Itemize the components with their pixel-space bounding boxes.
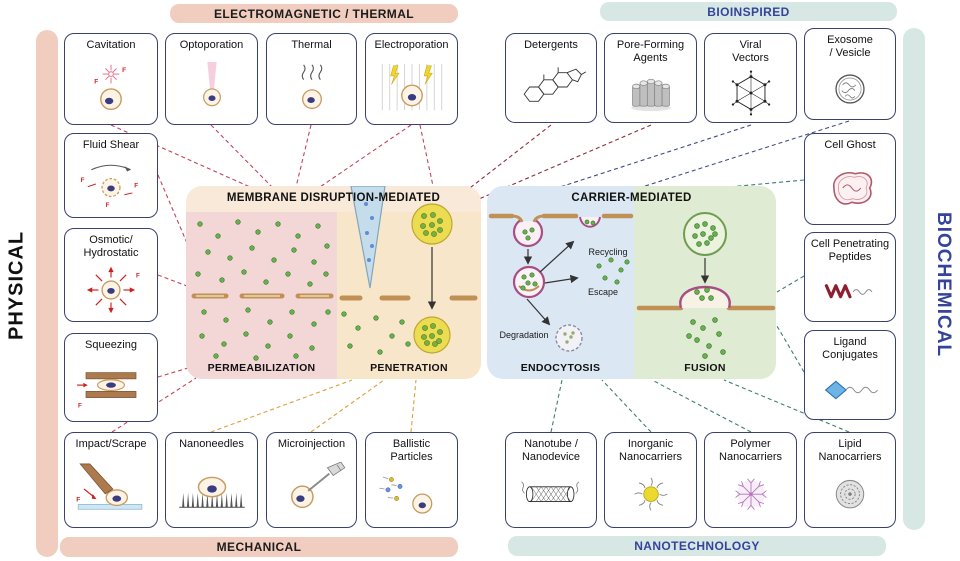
method-box-pore-forming-agents: Pore-Forming Agents [604, 33, 697, 123]
exosome-vesicle-icon [805, 59, 895, 119]
method-box-label: Electroporation [374, 39, 449, 51]
method-box-ligand-conjugates: Ligand Conjugates [804, 330, 896, 420]
physical-category-label: PHYSICAL [5, 230, 28, 340]
method-box-nanoneedles: Nanoneedles [165, 432, 258, 528]
degradation-annotation: Degradation [499, 330, 549, 340]
membrane-disruption-panel: MEMBRANE DISRUPTION-MEDIATED PERMEABILIZ… [186, 186, 481, 379]
method-box-label: Fluid Shear [82, 139, 140, 151]
banner-mechanical: MECHANICAL [60, 537, 458, 557]
escape-annotation: Escape [587, 287, 619, 297]
method-box-cell-ghost: Cell Ghost [804, 133, 896, 225]
method-box-label: Cavitation [86, 39, 136, 51]
biochemical-category-bar [903, 28, 925, 530]
svg-text:F: F [78, 403, 82, 410]
method-box-label: Pore-Forming Agents [616, 39, 685, 64]
method-box-label: Nanotube / Nanodevice [521, 438, 581, 463]
method-box-detergents: Detergents [505, 33, 597, 123]
method-box-label: Exosome / Vesicle [827, 34, 873, 59]
cell-penetrating-peptides-icon [805, 263, 895, 321]
method-box-label: Squeezing [85, 339, 137, 351]
permeabilization-label: PERMEABILIZATION [207, 362, 316, 374]
method-box-exosome-vesicle: Exosome / Vesicle [804, 28, 896, 120]
method-box-label: Thermal [291, 39, 332, 51]
squeezing-icon: F [65, 352, 157, 421]
fusion-label: FUSION [684, 362, 726, 374]
membrane-disruption-artwork [191, 186, 478, 361]
method-box-fluid-shear: Fluid Shear F F F [64, 133, 158, 218]
method-box-inorganic-nanocarriers: Inorganic Nanocarriers [604, 432, 697, 528]
method-box-ballistic-particles: Ballistic Particles [365, 432, 458, 528]
method-box-squeezing: Squeezing F [64, 333, 158, 422]
osmotic-hydrostatic-icon: F [65, 259, 157, 321]
method-box-label: Osmotic/ Hydrostatic [83, 234, 139, 259]
ballistic-particles-icon [366, 463, 457, 527]
thermal-icon [267, 52, 356, 124]
method-box-label: Inorganic Nanocarriers [619, 438, 682, 463]
method-box-optoporation: Optoporation [165, 33, 258, 125]
method-box-polymer-nanocarriers: Polymer Nanocarriers [704, 432, 797, 528]
method-box-label: Detergents [524, 39, 578, 51]
method-box-label: Microinjection [277, 438, 346, 450]
svg-text:F: F [94, 78, 98, 85]
method-box-osmotic-hydrostatic: Osmotic/ Hydrostatic F [64, 228, 158, 322]
pore-forming-agents-icon [605, 64, 696, 122]
method-box-label: Nanoneedles [179, 438, 244, 450]
carrier-mediated-artwork [488, 212, 776, 359]
membrane-panel-title: MEMBRANE DISRUPTION-MEDIATED [226, 192, 441, 204]
method-box-label: Optoporation [179, 39, 244, 51]
method-box-label: Viral Vectors [732, 39, 769, 64]
svg-text:F: F [122, 67, 126, 74]
carrier-panel-title: CARRIER-MEDIATED [571, 192, 692, 204]
method-box-microinjection: Microinjection [266, 432, 357, 528]
physical-category-bar [36, 30, 58, 557]
method-box-label: Ligand Conjugates [822, 336, 878, 361]
microinjection-icon [267, 451, 356, 527]
impact-scrape-icon: F [65, 451, 157, 527]
method-box-label: Cell Ghost [824, 139, 876, 151]
svg-text:F: F [81, 178, 85, 185]
svg-text:F: F [136, 273, 140, 280]
svg-text:F: F [76, 496, 80, 503]
nanoneedles-icon [166, 451, 257, 527]
optoporation-icon [166, 52, 257, 124]
ligand-conjugates-icon [805, 361, 895, 419]
method-box-lipid-nanocarriers: Lipid Nanocarriers [804, 432, 896, 528]
biochemical-category-label: BIOCHEMICAL [933, 212, 954, 358]
method-box-label: Impact/Scrape [75, 438, 147, 450]
method-box-cell-penetrating-peptides: Cell Penetrating Peptides [804, 232, 896, 322]
lipid-nanocarriers-icon [805, 463, 895, 527]
nanotube-nanodevice-icon [506, 463, 596, 527]
penetration-label: PENETRATION [370, 362, 448, 374]
detergents-icon [506, 52, 596, 122]
method-box-label: Ballistic Particles [390, 438, 433, 463]
endocytosis-label: ENDOCYTOSIS [520, 362, 601, 374]
carrier-mediated-panel: CARRIER-MEDIATED ENDOCYTOSIS FUSION Recy… [487, 186, 776, 379]
method-box-thermal: Thermal [266, 33, 357, 125]
inorganic-nanocarriers-icon [605, 463, 696, 527]
method-box-label: Lipid Nanocarriers [818, 438, 882, 463]
fluid-shear-icon: F F F [65, 152, 157, 217]
method-box-label: Polymer Nanocarriers [719, 438, 782, 463]
recycling-annotation: Recycling [588, 247, 628, 257]
svg-text:F: F [134, 183, 138, 190]
method-box-nanotube-nanodevice: Nanotube / Nanodevice [505, 432, 597, 528]
method-box-label: Cell Penetrating Peptides [810, 238, 890, 263]
method-box-impact-scrape: Impact/Scrape F [64, 432, 158, 528]
banner-nanotechnology: NANOTECHNOLOGY [508, 536, 886, 556]
banner-bioinspired: BIOINSPIRED [600, 2, 897, 21]
viral-vectors-icon [705, 64, 796, 122]
banner-electromagnetic-thermal: ELECTROMAGNETIC / THERMAL [170, 4, 458, 23]
method-box-viral-vectors: Viral Vectors [704, 33, 797, 123]
cavitation-icon: F F [65, 52, 157, 124]
method-box-cavitation: Cavitation F F [64, 33, 158, 125]
polymer-nanocarriers-icon [705, 463, 796, 527]
cell-ghost-icon [805, 152, 895, 224]
electroporation-icon [366, 52, 457, 124]
svg-text:F: F [106, 203, 110, 210]
method-box-electroporation: Electroporation [365, 33, 458, 125]
